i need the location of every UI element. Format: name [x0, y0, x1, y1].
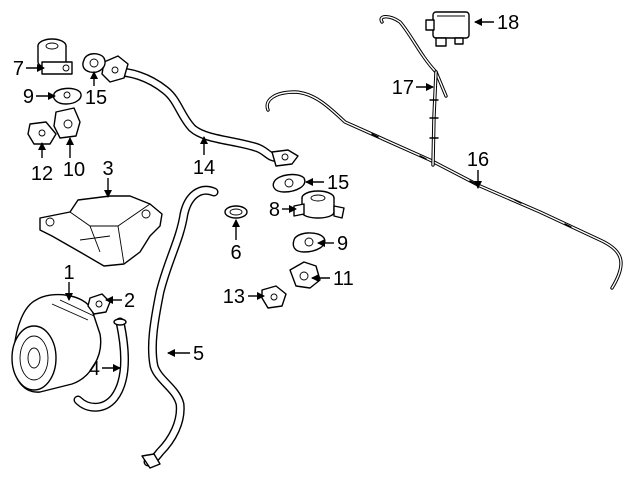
air-pipe-14: [101, 55, 299, 167]
bracket-10: [53, 107, 81, 139]
callout-10: 10: [63, 159, 85, 181]
gasket-9-upper: [52, 87, 82, 105]
callout-3: 3: [102, 158, 113, 180]
callout-9a: 9: [23, 86, 34, 108]
callout-1: 1: [63, 262, 74, 284]
bracket-3: [39, 195, 163, 267]
hose-4: [73, 317, 130, 412]
callout-9b: 9: [337, 233, 348, 255]
callout-13: 13: [223, 286, 245, 308]
valve-7: [37, 38, 73, 75]
callout-15a: 15: [85, 87, 107, 109]
callout-16: 16: [467, 149, 489, 171]
callout-6: 6: [230, 242, 241, 264]
callout-8: 8: [269, 199, 280, 221]
callout-5: 5: [193, 343, 204, 365]
callout-18: 18: [497, 12, 519, 34]
callout-2: 2: [124, 290, 135, 312]
callout-4: 4: [89, 358, 100, 380]
callout-12: 12: [31, 163, 53, 185]
valve-8: [293, 190, 345, 219]
air-pump-1: [11, 293, 102, 393]
plate-12: [27, 121, 57, 145]
leader-lines: [26, 18, 494, 372]
callout-11: 11: [333, 268, 354, 290]
callout-14: 14: [193, 157, 215, 179]
callout-17: 17: [392, 77, 414, 99]
gasket-15-upper: [82, 53, 106, 73]
bracket-13: [261, 285, 287, 309]
clamp-6: [224, 205, 248, 219]
gasket-9-lower: [292, 232, 326, 253]
hose-5: [141, 185, 219, 469]
check-valve-2: [87, 293, 111, 315]
gasket-15-lower: [272, 173, 306, 193]
callout-7: 7: [13, 58, 24, 80]
solenoid-valve-18: [425, 11, 470, 47]
callout-labels: 1 2 3 4 5 6 7 8 9 9 10 11 12 13 14 15 15…: [13, 12, 519, 380]
bracket-11: [289, 261, 321, 289]
vacuum-line-16: [265, 90, 623, 290]
callout-15b: 15: [327, 172, 349, 194]
tee-line-17: [379, 15, 448, 167]
